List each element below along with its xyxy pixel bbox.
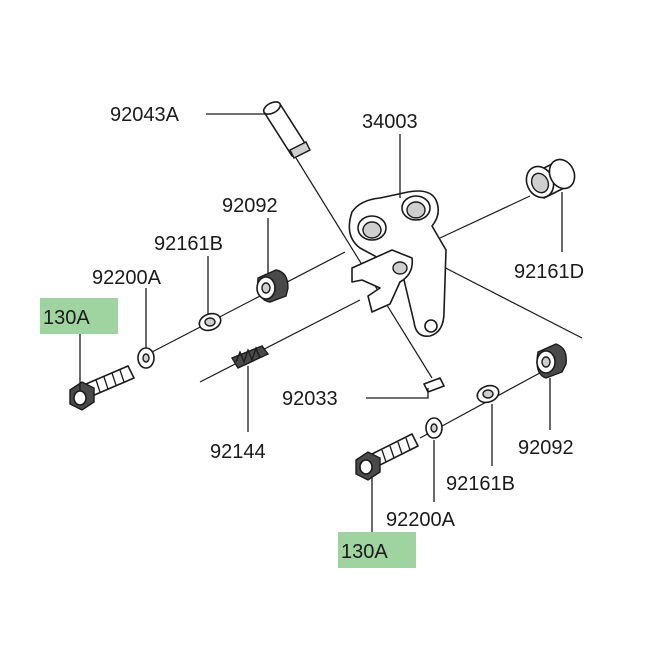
label-92161b-bottom: 92161B <box>446 473 515 495</box>
label-92144: 92144 <box>210 441 266 463</box>
label-92092-bottom: 92092 <box>518 437 574 459</box>
highlight-box-130a-top <box>40 298 118 334</box>
bracket-34003 <box>348 190 447 338</box>
label-92161d: 92161D <box>514 261 584 283</box>
label-92092-top: 92092 <box>222 195 278 217</box>
label-92200a-bottom: 92200A <box>386 509 456 531</box>
bolt-130a-bottom <box>355 433 419 481</box>
washer-92200a-bottom <box>425 417 443 439</box>
axis-line-spring <box>199 299 361 383</box>
axis-line-upper-right <box>439 195 531 239</box>
label-92033: 92033 <box>282 388 338 410</box>
label-92161b-top: 92161B <box>154 233 223 255</box>
axis-line-upper <box>151 251 346 353</box>
highlight-box-130a-bottom <box>338 532 416 568</box>
axis-line-lower-diag <box>429 259 583 339</box>
label-92043a: 92043A <box>110 104 180 126</box>
bushing-92092-bottom <box>536 343 567 379</box>
pin-92043a <box>262 101 311 159</box>
collar-92161b-top <box>198 312 222 332</box>
label-92200a-top: 92200A <box>92 267 162 289</box>
label-34003: 34003 <box>362 111 418 133</box>
collar-92161d <box>525 158 576 199</box>
label-130a-bottom: 130A <box>341 541 388 563</box>
label-130a-top: 130A <box>43 307 90 329</box>
cotter-pin-92033 <box>423 377 445 393</box>
bushing-92092-top <box>256 269 289 303</box>
spring-92144 <box>230 345 270 369</box>
collar-92161b-bottom <box>476 384 500 404</box>
leader-92033 <box>366 388 429 399</box>
washer-92200a-top <box>137 347 155 369</box>
bolt-130a-top <box>69 365 135 411</box>
